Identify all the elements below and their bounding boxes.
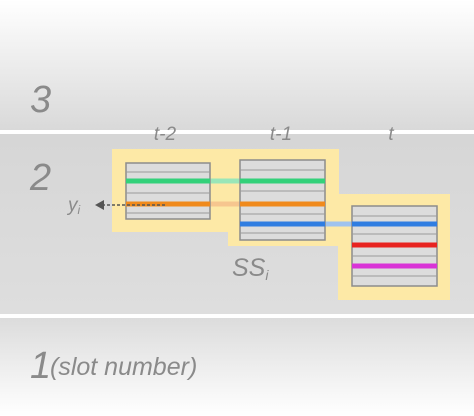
slot-band-1: [0, 318, 474, 416]
memory-block-t: [351, 205, 438, 287]
slot-number-note: (slot number): [50, 353, 197, 381]
memory-block-t-1: [239, 159, 326, 241]
slot-number-1: 1: [30, 345, 51, 387]
time-label-t: t: [388, 124, 394, 145]
output-arrow: [95, 200, 165, 210]
time-label-t-1: t-1: [270, 124, 292, 145]
slot-band-3: [0, 0, 474, 130]
slot-number-3: 3: [30, 79, 51, 121]
slot-number-2: 2: [29, 157, 51, 199]
memory-block-t-2: [125, 162, 211, 220]
output-label: yi: [66, 195, 81, 217]
state-label: SSi: [232, 254, 269, 283]
slot-divider: [0, 130, 474, 134]
arrow-head-icon: [95, 200, 104, 210]
time-label-t-2: t-2: [154, 124, 177, 145]
slot-divider: [0, 314, 474, 318]
